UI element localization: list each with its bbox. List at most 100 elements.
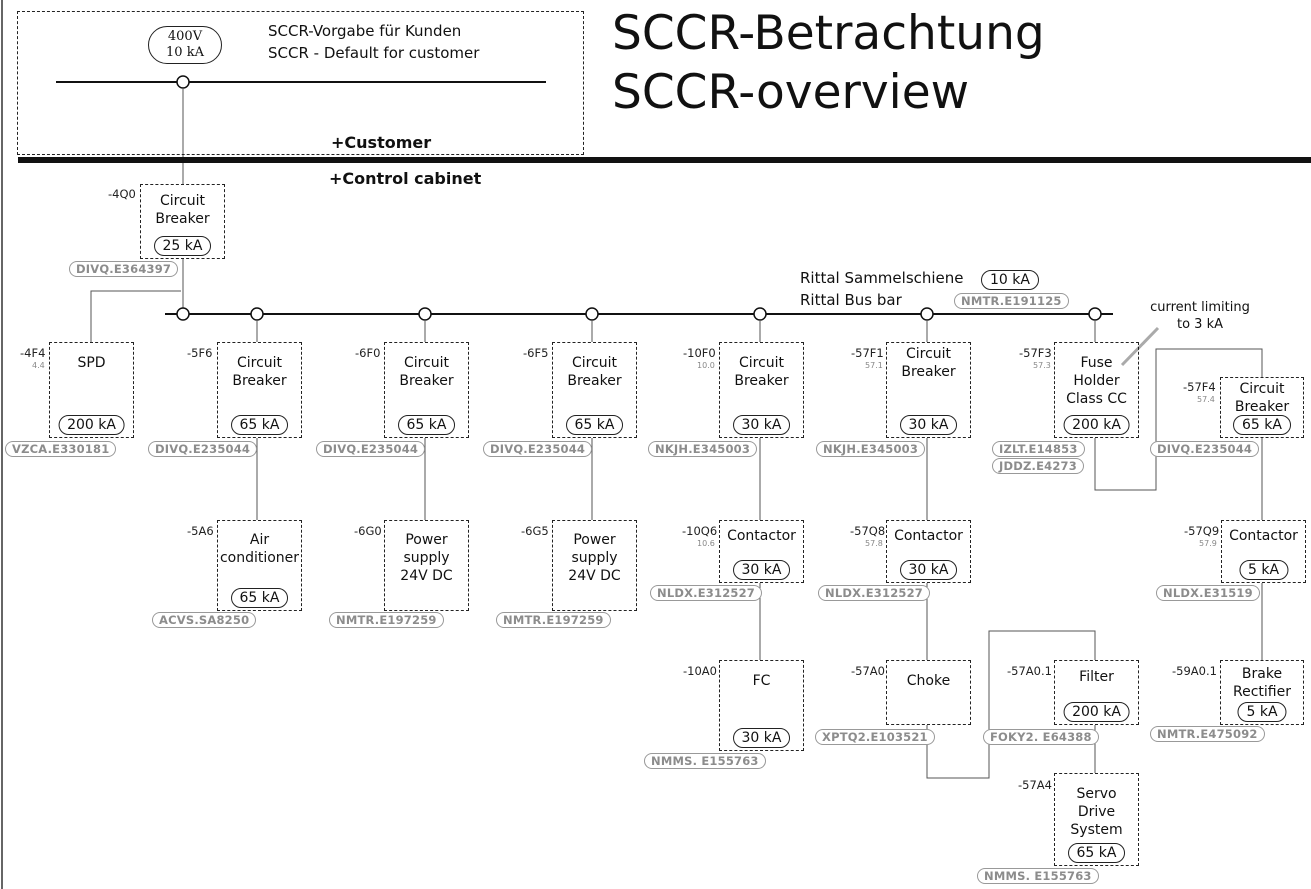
busbar-name-de: Rittal Sammelschiene — [800, 269, 964, 287]
component-page-ref: 57.3 — [1033, 361, 1051, 370]
component-box: Circuit Breaker 30 kA — [886, 342, 971, 438]
component-name: Power supply 24V DC — [400, 532, 453, 584]
cert-badge: NMMS. E155763 — [977, 868, 1099, 884]
component-tag: -6G0 — [354, 524, 382, 538]
cert-badge: DIVQ.E364397 — [69, 261, 179, 277]
component-name: Circuit Breaker — [399, 355, 454, 389]
sccr-rating: 30 kA — [732, 728, 791, 748]
busbar-nodes — [176, 307, 1102, 321]
component-tag: -6F0 — [355, 346, 381, 360]
cert-badge: NLDX.E312527 — [650, 585, 762, 601]
component-name: Circuit Breaker — [1234, 381, 1290, 415]
cert-badge: NMMS. E155763 — [644, 753, 766, 769]
zone-label-customer: +Customer — [331, 133, 432, 152]
component-tag: -10A0 — [683, 664, 717, 678]
component-tag: -57F1 — [851, 346, 884, 360]
customer-default-text: SCCR-Vorgabe für Kunden SCCR - Default f… — [268, 20, 479, 64]
cert-badge-secondary: JDDZ.E4273 — [992, 458, 1084, 474]
cert-badge: ACVS.SA8250 — [152, 612, 257, 628]
supply-voltage: 400V — [167, 29, 203, 44]
cert-badge: VZCA.E330181 — [5, 441, 117, 457]
cert-badge: NMTR.E197259 — [329, 612, 444, 628]
component-name: Circuit Breaker — [734, 355, 789, 389]
cert-badge: NLDX.E31519 — [1156, 585, 1260, 601]
sccr-rating: 30 kA — [899, 560, 958, 580]
branch-lines — [256, 348, 1263, 779]
cert-badge: IZLT.E14853 — [992, 441, 1085, 457]
supply-current: 10 kA — [166, 45, 204, 60]
customer-area-box — [17, 11, 584, 155]
component-tag: -57F4 — [1183, 380, 1216, 394]
component-name: Choke — [906, 673, 951, 689]
sccr-rating: 25 kA — [153, 236, 212, 256]
component-box: Contactor 30 kA — [886, 520, 971, 583]
component-name: FC — [752, 673, 771, 689]
sccr-rating: 5 kA — [1237, 702, 1287, 722]
page-title-de: SCCR-Betrachtung — [612, 6, 1045, 61]
component-box: Power supply 24V DC — [384, 520, 469, 611]
component-page-ref: 4.4 — [32, 361, 45, 370]
component-box: Circuit Breaker 65 kA — [384, 342, 469, 438]
component-box: Circuit Breaker 30 kA — [719, 342, 804, 438]
component-tag: -5A6 — [187, 524, 214, 538]
component-name: Circuit Breaker — [155, 193, 210, 227]
component-box: SPD 200 kA — [49, 342, 134, 438]
busbar-node — [585, 307, 599, 321]
component-tag: -59A0.1 — [1172, 664, 1217, 678]
component-tag: -10F0 — [683, 346, 716, 360]
sccr-rating: 30 kA — [732, 415, 791, 435]
component-name: Servo Drive System — [1070, 786, 1123, 838]
spd-feed-line — [90, 290, 181, 342]
cert-badge: NLDX.E312527 — [818, 585, 930, 601]
cert-badge: NKJH.E345003 — [816, 441, 926, 457]
component-box: Circuit Breaker 25 kA — [140, 184, 225, 259]
component-name: Power supply 24V DC — [568, 532, 621, 584]
component-box: Fuse Holder Class CC 200 kA — [1054, 342, 1139, 438]
page-title-en: SCCR-overview — [612, 65, 970, 120]
busbar-node — [418, 307, 432, 321]
cert-badge: DIVQ.E235044 — [148, 441, 258, 457]
component-tag: -10Q6 — [682, 524, 718, 538]
cert-badge: XPTQ2.E103521 — [815, 729, 935, 745]
sccr-rating: 65 kA — [230, 588, 289, 608]
component-box: Contactor 30 kA — [719, 520, 804, 583]
sccr-rating: 200 kA — [1063, 415, 1130, 435]
component-box: Circuit Breaker 65 kA — [1220, 377, 1304, 438]
cert-badge: NMTR.E197259 — [496, 612, 611, 628]
component-tag: -57F3 — [1019, 346, 1052, 360]
sccr-rating: 200 kA — [1063, 702, 1130, 722]
component-tag: -5F6 — [187, 346, 213, 360]
cert-badge: DIVQ.E235044 — [483, 441, 593, 457]
component-box: Power supply 24V DC — [552, 520, 637, 611]
cert-badge: NKJH.E345003 — [648, 441, 758, 457]
supply-rating-oval: 400V 10 kA — [148, 26, 222, 64]
component-name: Air conditioner — [219, 532, 300, 566]
component-box: Filter 200 kA — [1054, 660, 1139, 725]
component-tag: -6F5 — [523, 346, 549, 360]
component-tag: -57Q9 — [1184, 524, 1220, 538]
component-page-ref: 57.8 — [865, 539, 883, 548]
busbar-node — [1088, 307, 1102, 321]
busbar-rating-pill: 10 kA — [981, 270, 1039, 290]
zone-label-control-cabinet: +Control cabinet — [329, 169, 482, 188]
sccr-rating: 30 kA — [899, 415, 958, 435]
cert-badge: FOKY2. E64388 — [983, 729, 1099, 745]
sccr-rating: 65 kA — [565, 415, 624, 435]
component-box: Circuit Breaker 65 kA — [552, 342, 637, 438]
component-box: Air conditioner 65 kA — [217, 520, 302, 611]
component-tag: -4Q0 — [108, 187, 136, 201]
cert-badge: DIVQ.E235044 — [1150, 441, 1260, 457]
component-box: Circuit Breaker 65 kA — [217, 342, 302, 438]
component-name: Contactor — [1229, 528, 1298, 544]
component-box: Servo Drive System 65 kA — [1054, 773, 1139, 866]
cert-badge: NMTR.E475092 — [1150, 726, 1265, 742]
busbar-drops — [256, 320, 1096, 342]
component-name: Brake Rectifier — [1233, 666, 1291, 700]
component-name: Contactor — [727, 528, 796, 544]
customer-default-de: SCCR-Vorgabe für Kunden — [268, 22, 462, 40]
busbar-node — [250, 307, 264, 321]
component-page-ref: 57.9 — [1199, 539, 1217, 548]
sccr-rating: 30 kA — [732, 560, 791, 580]
busbar-node — [176, 307, 190, 321]
busbar-node — [920, 307, 934, 321]
